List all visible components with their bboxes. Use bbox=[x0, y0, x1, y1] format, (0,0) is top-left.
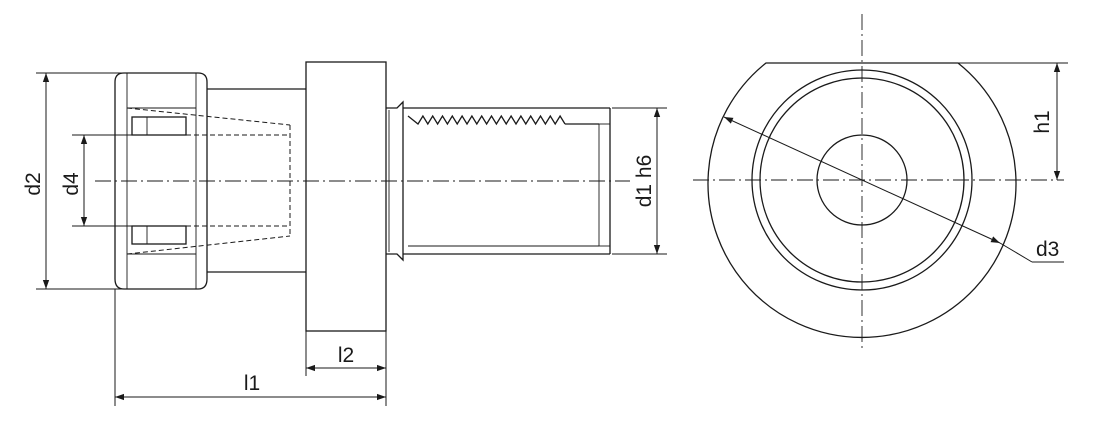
dim-label-d1-h6: d1 h6 bbox=[633, 155, 656, 208]
dim-l2: l2 bbox=[305, 331, 387, 406]
dim-d1-h6: d1 h6 bbox=[612, 107, 667, 255]
side-view: d2 d4 d1 h6 l2 l1 bbox=[22, 61, 667, 406]
dim-label-d2: d2 bbox=[22, 172, 45, 195]
dim-label-l1: l1 bbox=[244, 372, 260, 395]
thread-teeth bbox=[407, 114, 566, 126]
dim-label-l2: l2 bbox=[338, 344, 354, 367]
dim-d4: d4 bbox=[60, 134, 132, 227]
shank-body bbox=[207, 88, 306, 273]
dim-d3: d3 bbox=[723, 116, 1064, 263]
dim-label-d3: d3 bbox=[1036, 238, 1059, 261]
dim-l1: l1 bbox=[114, 289, 386, 406]
front-view: h1 d3 bbox=[693, 14, 1068, 348]
dim-d2: d2 bbox=[22, 72, 122, 290]
collet-slots bbox=[131, 116, 187, 245]
dim-label-d4: d4 bbox=[60, 172, 83, 196]
flange bbox=[305, 61, 387, 332]
clamping-nut bbox=[114, 72, 208, 290]
dim-h1: h1 bbox=[958, 62, 1068, 180]
dim-label-h1: h1 bbox=[1031, 110, 1054, 133]
outer-profile bbox=[707, 62, 1017, 339]
